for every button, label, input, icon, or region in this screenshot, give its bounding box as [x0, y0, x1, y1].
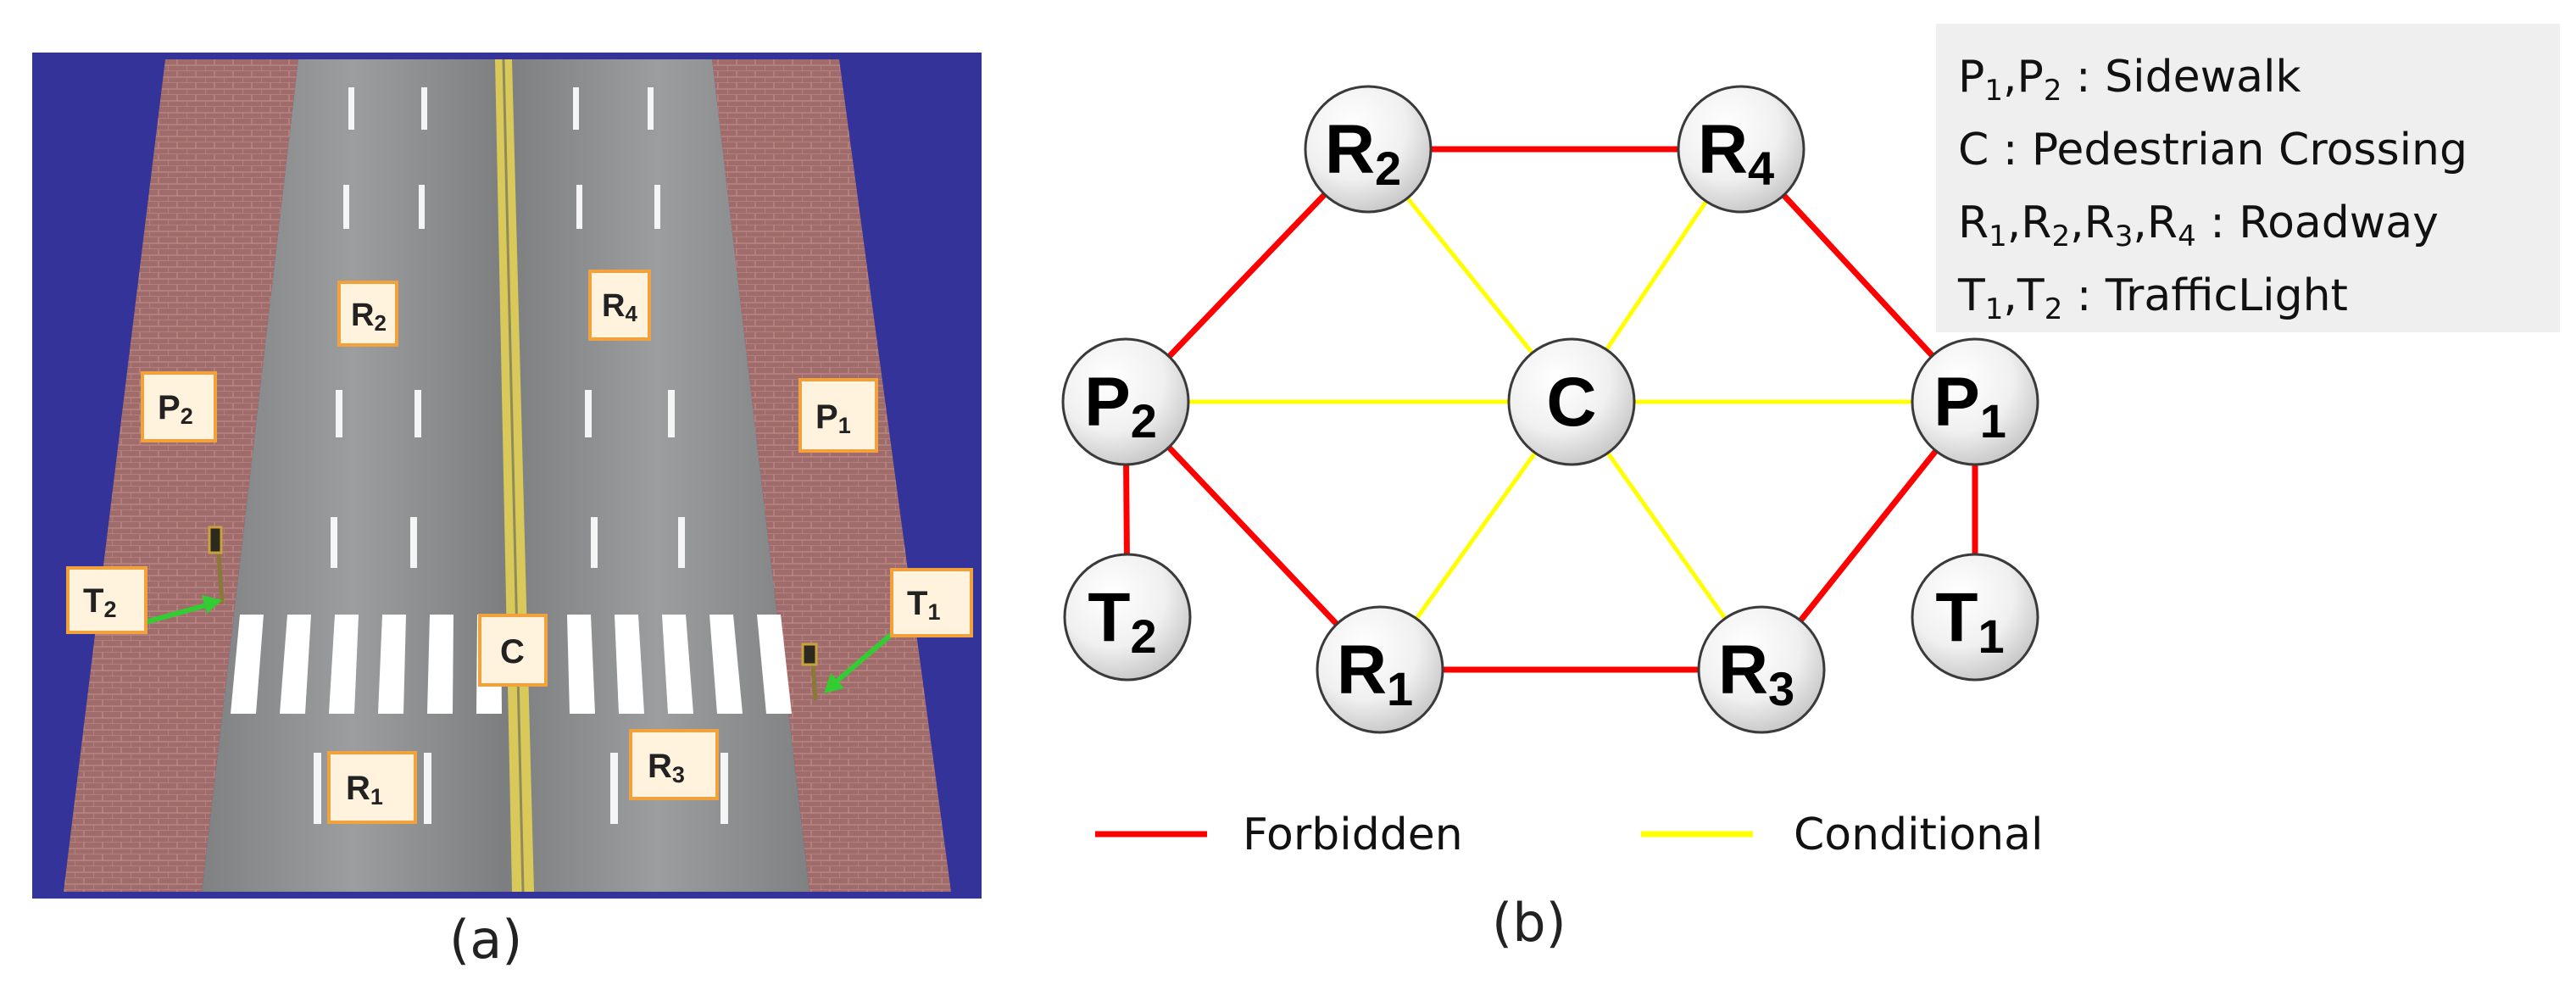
- scene-label-p1-main: P: [815, 398, 838, 436]
- scene-label-p2: P2: [141, 371, 217, 442]
- svg-text:R4: R4: [602, 288, 637, 326]
- scene-label-t2-sub: 2: [103, 597, 116, 622]
- graph-node-c: C: [1507, 337, 1636, 466]
- graph-node-p1: P1: [1911, 337, 2039, 466]
- graph-node-p2-label: P2: [1084, 364, 1157, 448]
- graph-node-r3-circle: [1697, 605, 1826, 734]
- scene-label-r4-main: R: [602, 288, 625, 324]
- scene-label-r4: R4: [588, 270, 651, 341]
- graph-node-t1-label: T1: [1935, 579, 2004, 663]
- svg-text:T2: T2: [83, 582, 116, 622]
- scene-label-t2: T2: [66, 566, 147, 634]
- arrow-t2: [142, 595, 222, 626]
- traffic-light-right: [801, 643, 818, 701]
- arrow-t1: [824, 632, 893, 693]
- graph-node-t2: T2: [1063, 553, 1192, 682]
- key-line-crossing: C : Pedestrian Crossing: [1958, 125, 2468, 175]
- key-line-sidewalk: P1,P2 : Sidewalk: [1958, 52, 2301, 108]
- caption-b: (b): [1492, 892, 1566, 954]
- graph-node-r1-circle: [1316, 605, 1444, 734]
- graph-node-r4-label: R4: [1698, 111, 1774, 195]
- scene-label-r1-sub: 1: [370, 784, 383, 810]
- sidewalk-left: [64, 59, 298, 892]
- svg-text:R1: R1: [346, 770, 383, 810]
- scene-label-t1-main: T: [907, 585, 927, 622]
- svg-text:T1: T1: [907, 585, 940, 625]
- svg-text:P2: P2: [158, 389, 193, 429]
- legend-conditional-label: Conditional: [1794, 810, 2043, 860]
- scene-label-r4-sub: 4: [625, 301, 637, 326]
- scene-label-r3-sub: 3: [672, 762, 685, 787]
- scene-label-t1: T1: [890, 568, 973, 637]
- graph-node-c-label: C: [1546, 364, 1596, 441]
- scene-label-p2-sub: 2: [181, 403, 193, 429]
- scene-label-p1: P1: [798, 378, 878, 453]
- sidewalk-right: [712, 59, 951, 892]
- scene-label-p2-main: P: [158, 389, 181, 426]
- graph-node-t1-circle: [1911, 553, 2039, 682]
- scene-label-r2: R2: [337, 281, 398, 347]
- legend-forbidden-label: Forbidden: [1243, 810, 1463, 860]
- road-scene-panel: R2 R4 P2 P1 T2 T1 C R1: [32, 53, 982, 899]
- scene-label-c-text: C: [500, 633, 525, 671]
- scene-label-r1: R1: [327, 751, 417, 824]
- scene-label-r1-main: R: [346, 770, 370, 807]
- key-box: [1936, 24, 2560, 332]
- caption-a: (a): [449, 909, 522, 971]
- scene-label-t2-main: T: [83, 582, 103, 620]
- graph-node-p1-label: P1: [1933, 364, 2006, 448]
- scene-label-t1-sub: 1: [927, 599, 940, 625]
- scene-label-r2-sub: 2: [374, 310, 386, 336]
- scene-label-r3-main: R: [648, 748, 672, 785]
- graph-node-t2-label: T2: [1088, 579, 1156, 663]
- graph-node-r3-label: R3: [1718, 632, 1794, 715]
- graph-node-r2-label: R2: [1325, 111, 1401, 195]
- graph-node-p2: P2: [1061, 337, 1190, 466]
- graph-node-r3: R3: [1697, 605, 1826, 734]
- traffic-light-left: [208, 526, 225, 604]
- scene-label-c: C: [478, 614, 548, 687]
- graph-node-p2-circle: [1061, 337, 1190, 466]
- graph-node-r2: R2: [1304, 85, 1433, 214]
- graph-node-p1-circle: [1911, 337, 2039, 466]
- key-line-trafficlight: T1,T2 : TrafficLight: [1957, 270, 2348, 326]
- graph-node-r1-label: R1: [1337, 632, 1413, 715]
- graph-node-t1: T1: [1911, 553, 2039, 682]
- scene-label-r3: R3: [629, 729, 719, 800]
- svg-text:R3: R3: [648, 748, 685, 787]
- graph-node-r4: R4: [1677, 85, 1805, 214]
- graph-panel: P1,P2 : Sidewalk C : Pedestrian Crossing…: [1061, 24, 2560, 860]
- svg-text:P1: P1: [815, 398, 851, 438]
- graph-node-r1: R1: [1316, 605, 1444, 734]
- lane-dashes: [314, 87, 728, 824]
- scene-label-r2-main: R: [351, 298, 374, 333]
- graph-node-r2-circle: [1304, 85, 1433, 214]
- graph-node-t2-circle: [1063, 553, 1192, 682]
- graph-node-r4-circle: [1677, 85, 1805, 214]
- key-line-roadway: R1,R2,R3,R4 : Roadway: [1958, 198, 2439, 253]
- scene-label-p1-sub: 1: [838, 413, 851, 438]
- svg-text:R2: R2: [351, 298, 387, 336]
- graph-node-c-circle: [1507, 337, 1636, 466]
